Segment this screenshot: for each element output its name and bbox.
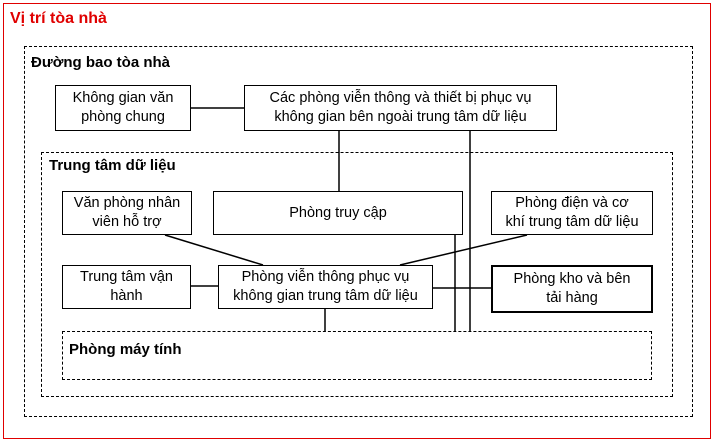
box-operations-center: Trung tâm vận hành: [62, 265, 191, 309]
box-line: khí trung tâm dữ liệu: [505, 214, 639, 230]
box-inside-telecom-room: Phòng viễn thông phục vụ không gian trun…: [218, 265, 433, 309]
box-support-staff-office: Văn phòng nhân viên hỗ trợ: [62, 191, 192, 235]
computer-room-title: Phòng máy tính: [69, 341, 182, 358]
box-general-office-space: Không gian văn phòng chung: [55, 85, 191, 131]
box-line: phòng chung: [81, 109, 165, 125]
box-line: Trung tâm vận: [80, 269, 173, 285]
box-line: hành: [110, 288, 143, 304]
box-line: Phòng truy cập: [289, 204, 387, 221]
data-center-title: Trung tâm dữ liệu: [49, 157, 176, 174]
site-frame: [3, 3, 711, 439]
box-line: tải hàng: [546, 290, 598, 306]
box-line: không gian trung tâm dữ liệu: [233, 288, 418, 304]
box-electrical-mechanical-room: Phòng điện và cơ khí trung tâm dữ liệu: [491, 191, 653, 235]
box-line: Phòng kho và bên: [513, 271, 631, 287]
building-perimeter-frame: [24, 46, 693, 417]
box-line: không gian bên ngoài trung tâm dữ liệu: [274, 109, 527, 125]
box-outside-telecom-rooms: Các phòng viễn thông và thiết bị phục vụ…: [244, 85, 557, 131]
box-line: Các phòng viễn thông và thiết bị phục vụ: [269, 90, 532, 106]
connector-support-inside-telecom: [164, 234, 264, 266]
box-line: Không gian văn: [72, 90, 174, 106]
data-center-frame: [41, 152, 673, 397]
box-line: Văn phòng nhân: [73, 195, 181, 211]
box-line: viên hỗ trợ: [92, 214, 162, 230]
building-perimeter-title: Đường bao tòa nhà: [31, 54, 171, 71]
box-entrance-room: Phòng truy cập: [213, 191, 463, 235]
box-line: Phòng viễn thông phục vụ: [241, 269, 410, 285]
connector-electrical-inside-telecom: [399, 234, 528, 266]
box-storage-loading-room: Phòng kho và bên tải hàng: [491, 265, 653, 313]
site-title: Vị trí tòa nhà: [10, 10, 107, 27]
computer-room-frame: [62, 331, 652, 380]
box-line: Phòng điện và cơ: [515, 195, 629, 211]
